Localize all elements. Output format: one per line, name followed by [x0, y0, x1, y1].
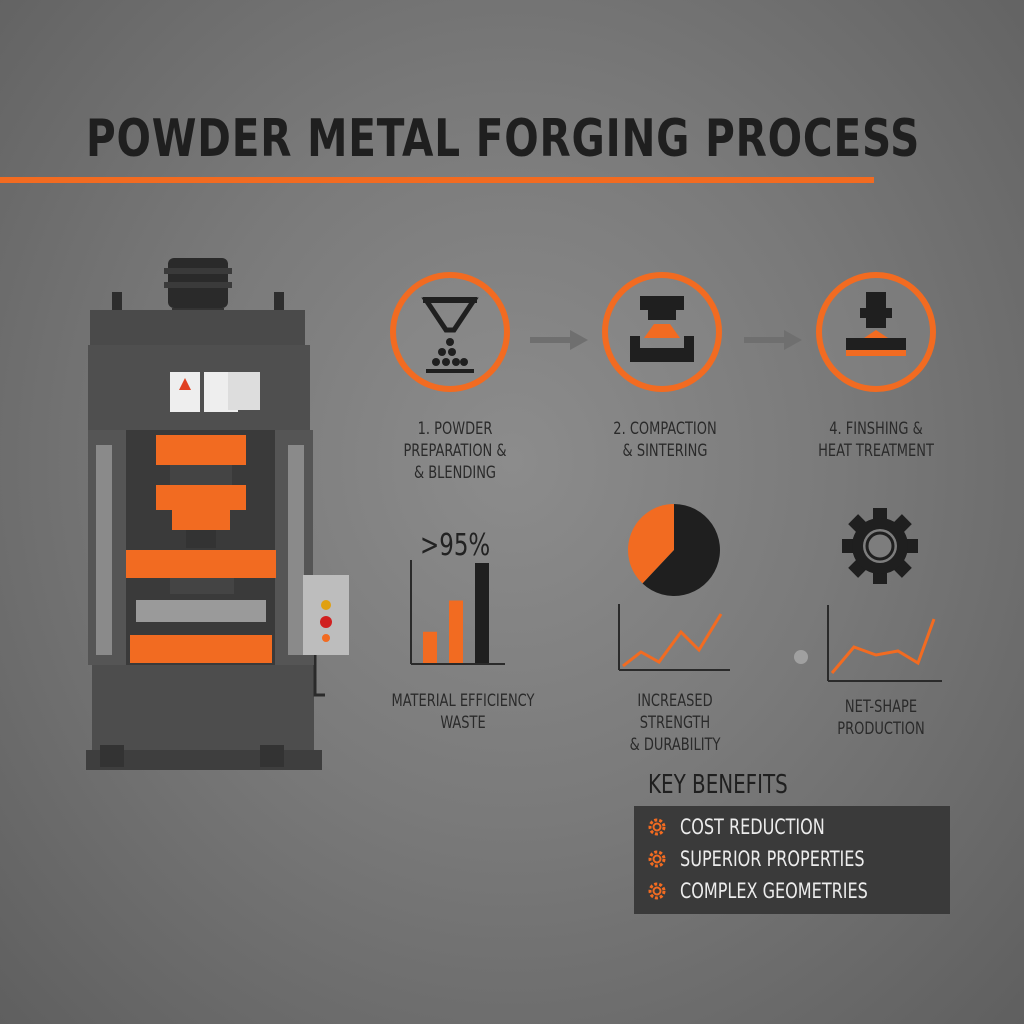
benefit-item: COMPLEX GEOMETRIES	[646, 876, 901, 906]
gear-outline-icon	[648, 882, 666, 900]
gear-outline-icon	[648, 850, 666, 868]
step-3-label-line: HEAT TREATMENT	[818, 441, 934, 461]
benefit-text: COMPLEX GEOMETRIES	[680, 879, 868, 903]
bar	[475, 563, 489, 663]
efficiency-label: MATERIAL EFFICIENCY WASTE	[391, 690, 536, 734]
step-2-label-line: 2. COMPACTION	[613, 419, 717, 439]
pie-slice	[642, 504, 720, 596]
page-title: POWDER METAL FORGING PROCESS	[86, 109, 921, 169]
efficiency-label-line: MATERIAL EFFICIENCY	[391, 691, 535, 711]
bar	[423, 631, 437, 663]
efficiency-label-line: WASTE	[440, 713, 486, 733]
benefit-text: SUPERIOR PROPERTIES	[680, 847, 865, 871]
strength-label: INCREASED STRENGTH & DURABILITY	[603, 690, 748, 756]
pie-slice	[628, 504, 674, 584]
strength-label-line: & DURABILITY	[629, 735, 721, 755]
step-1-label-line: & BLENDING	[413, 463, 496, 483]
step-3-label-line: 4. FINSHING &	[829, 419, 923, 439]
benefit-item: COST REDUCTION	[646, 812, 850, 842]
arrow-right-icon	[744, 330, 802, 350]
step-3-label: 4. FINSHING & HEAT TREATMENT	[808, 418, 944, 462]
title-underline	[0, 177, 874, 183]
strength-line-chart	[618, 604, 730, 671]
powder-funnel-icon	[421, 297, 479, 373]
efficiency-value: >95%	[420, 528, 491, 563]
step-2-label-line: & SINTERING	[622, 441, 708, 461]
arrow-right-icon	[530, 330, 588, 350]
step-1-label: 1. POWDER PREPARATION & & BLENDING	[387, 418, 523, 484]
bar	[449, 600, 463, 663]
step-2-label: 2. COMPACTION & SINTERING	[597, 418, 733, 462]
gear-outline-icon	[648, 818, 666, 836]
net-shape-label: NET-SHAPE PRODUCTION	[809, 696, 954, 740]
wall-stain	[794, 650, 808, 664]
benefit-text: COST REDUCTION	[680, 815, 825, 839]
forging-hammer-icon	[846, 292, 906, 356]
production-line-chart	[827, 605, 942, 682]
gear-icon	[842, 508, 918, 584]
strength-label-line: INCREASED STRENGTH	[637, 691, 713, 733]
efficiency-bar-chart	[410, 560, 505, 665]
step-1-label-line: PREPARATION &	[403, 441, 507, 461]
forging-press-illustration	[86, 258, 349, 770]
step-3-circle	[816, 272, 936, 392]
benefits-title: KEY BENEFITS	[648, 770, 788, 800]
compaction-press-icon	[630, 296, 694, 362]
step-2-circle	[602, 272, 722, 392]
benefits-panel: COST REDUCTION SUPERIOR PROPERTIES COMPL…	[634, 806, 950, 914]
step-1-circle	[390, 272, 510, 392]
benefit-item: SUPERIOR PROPERTIES	[646, 844, 897, 874]
net-shape-label-line: NET-SHAPE PRODUCTION	[837, 697, 925, 739]
step-1-label-line: 1. POWDER	[417, 419, 493, 439]
strength-pie-chart	[628, 504, 720, 596]
